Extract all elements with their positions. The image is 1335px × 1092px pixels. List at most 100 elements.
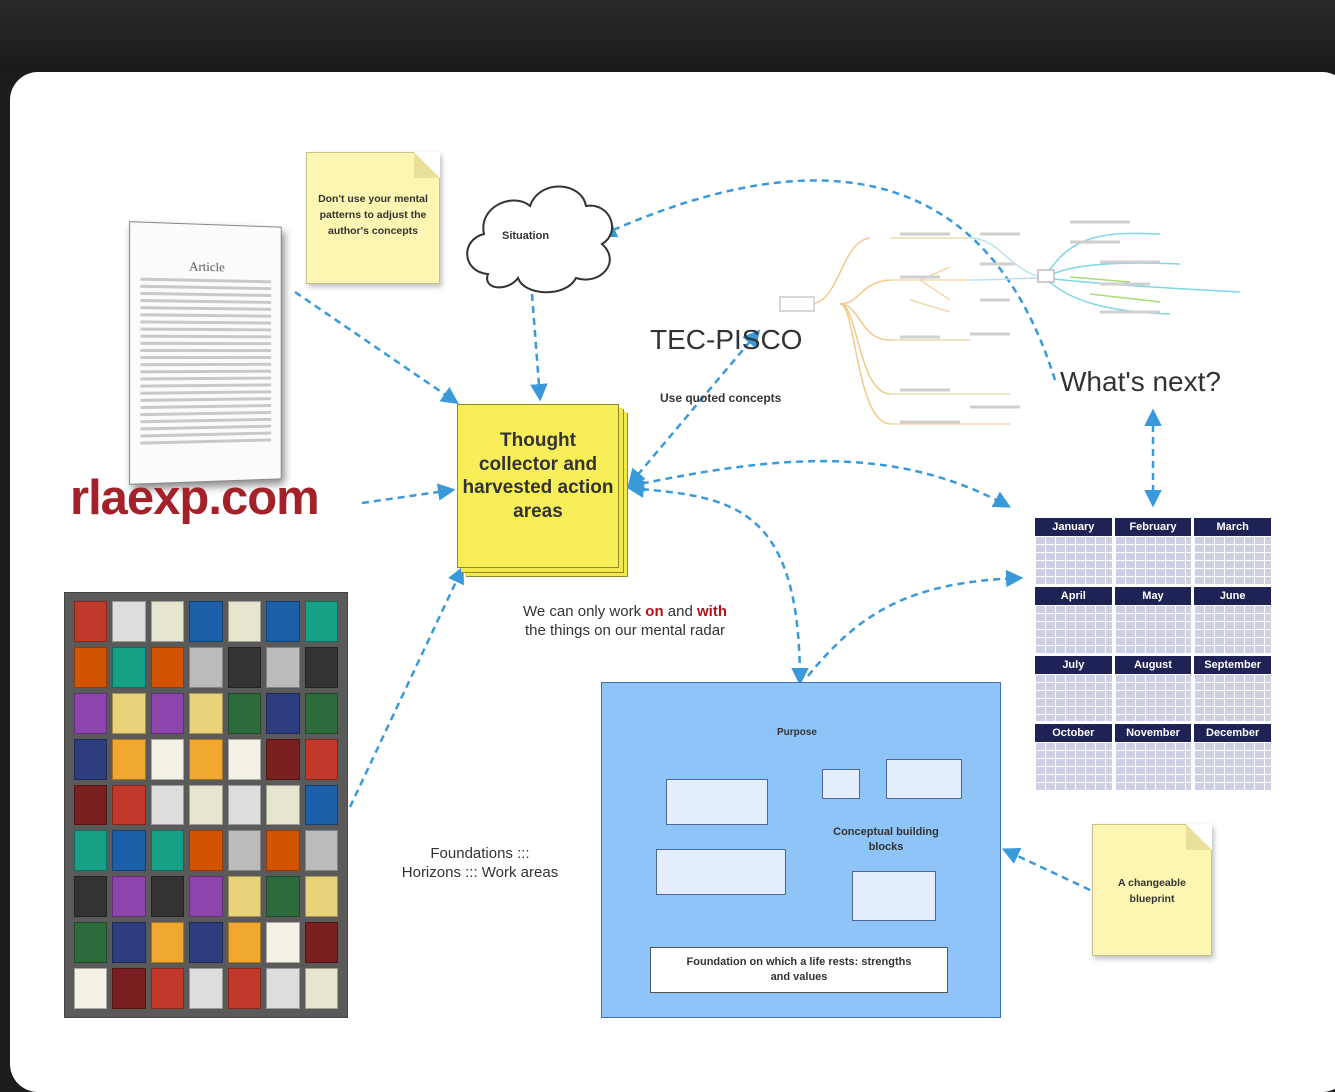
book-cover — [266, 646, 300, 688]
book-cover — [150, 968, 185, 1009]
book-cover — [112, 692, 146, 734]
arrow-collector-blueprint — [626, 480, 809, 686]
mindmap-graphic — [779, 220, 1241, 425]
calendar-month: November — [1114, 724, 1192, 790]
building-block-4 — [886, 759, 962, 799]
note-changeable-blueprint-text: A changeable blueprint — [1118, 877, 1186, 905]
book-cover — [74, 922, 108, 964]
book-cover — [74, 646, 108, 688]
book-cover — [74, 692, 108, 734]
note-changeable-blueprint: A changeable blueprint — [1092, 824, 1212, 956]
calendar-month: February — [1114, 518, 1192, 584]
book-cover — [150, 876, 185, 918]
book-cover — [150, 646, 185, 688]
radar-caption-on: on — [645, 603, 664, 620]
whats-next-label: What's next? — [1060, 366, 1221, 397]
calendar-day-grid — [1114, 673, 1192, 722]
book-cover — [227, 601, 262, 642]
book-cover — [150, 601, 185, 642]
book-cover — [112, 784, 146, 826]
tec-pisco-label: TEC-PISCO — [650, 324, 803, 355]
book-collection-grid — [64, 592, 348, 1018]
book-cover — [266, 830, 300, 872]
book-cover — [304, 968, 338, 1009]
radar-caption-with: with — [696, 603, 727, 620]
life-blueprint-panel: Purpose Conceptual building blocks Found… — [601, 682, 1001, 1018]
book-cover — [266, 692, 300, 734]
book-cover — [227, 876, 262, 918]
situation-cloud — [466, 185, 614, 294]
purpose-label: Purpose — [776, 727, 817, 738]
book-cover — [227, 830, 262, 872]
situation-label: Situation — [502, 230, 550, 242]
book-cover — [266, 876, 300, 918]
building-block-5 — [852, 871, 936, 921]
book-cover — [112, 646, 146, 688]
book-cover — [150, 784, 185, 826]
calendar-day-grid — [1035, 673, 1112, 722]
radar-caption-part2: and — [663, 603, 697, 620]
arrow-brand-to-collector — [361, 483, 456, 505]
book-cover — [304, 784, 338, 826]
book-cover — [266, 968, 300, 1009]
book-cover — [227, 922, 262, 964]
calendar-month-label: December — [1194, 724, 1271, 743]
book-cover — [150, 692, 185, 734]
calendar-month: October — [1035, 724, 1112, 790]
foundations-caption-line1: Foundations ::: — [430, 845, 530, 862]
book-cover — [112, 922, 146, 964]
arrow-article-to-collector — [294, 290, 459, 404]
book-cover — [74, 968, 108, 1009]
book-cover — [74, 738, 108, 780]
book-cover — [189, 646, 223, 688]
arrow-situation-to-collector — [530, 293, 548, 402]
calendar-month-label: March — [1194, 518, 1271, 536]
book-cover — [150, 738, 185, 780]
calendar-month: March — [1194, 518, 1271, 584]
calendar-day-grid — [1194, 673, 1271, 722]
book-cover — [304, 601, 338, 642]
building-block-1 — [666, 779, 768, 825]
calendar-day-grid — [1114, 604, 1192, 653]
book-cover — [150, 922, 185, 964]
calendar-day-grid — [1194, 742, 1271, 790]
book-cover — [227, 968, 262, 1009]
calendar-day-grid — [1114, 742, 1192, 790]
calendar-day-grid — [1114, 536, 1192, 584]
calendar-month-label: February — [1114, 518, 1192, 536]
note-mental-patterns-text: Don't use your mental patterns to adjust… — [318, 193, 428, 237]
diagram-canvas: Article Don't use your mental patterns t… — [10, 72, 1335, 1092]
mental-radar-caption: We can only work on and with the things … — [490, 602, 760, 640]
calendar-month: May — [1114, 586, 1192, 653]
window-top-bar — [0, 0, 1335, 70]
book-cover — [227, 692, 262, 734]
foundations-caption-line2: Horizons ::: Work areas — [401, 864, 559, 881]
book-cover — [304, 922, 338, 964]
book-cover — [266, 784, 300, 826]
book-cover — [189, 601, 223, 642]
note-mental-patterns: Don't use your mental patterns to adjust… — [306, 152, 440, 284]
book-cover — [189, 968, 223, 1009]
book-cover — [304, 646, 338, 688]
book-cover — [150, 830, 185, 872]
arrow-blueprint-calendar — [807, 569, 1024, 677]
arrow-books-to-collector — [348, 565, 464, 808]
radar-caption-part1: We can only work — [523, 603, 646, 620]
book-cover — [266, 601, 300, 642]
calendar-month: December — [1194, 724, 1271, 790]
book-cover — [304, 692, 338, 734]
book-cover — [112, 601, 146, 642]
calendar-day-grid — [1194, 604, 1271, 653]
radar-caption-line2: the things on our mental radar — [524, 622, 726, 639]
calendar-month-label: October — [1035, 724, 1112, 743]
thought-collector-box: Thought collector and harvested action a… — [457, 404, 619, 568]
foundations-caption: Foundations ::: Horizons ::: Work areas — [380, 844, 580, 882]
book-cover — [304, 738, 338, 780]
book-cover — [189, 876, 223, 918]
book-cover — [74, 876, 108, 918]
calendar-month-label: June — [1194, 586, 1271, 605]
brand-logo-text: rlaexp.com — [70, 471, 320, 525]
book-cover — [227, 784, 262, 826]
calendar-month-label: April — [1035, 586, 1112, 605]
